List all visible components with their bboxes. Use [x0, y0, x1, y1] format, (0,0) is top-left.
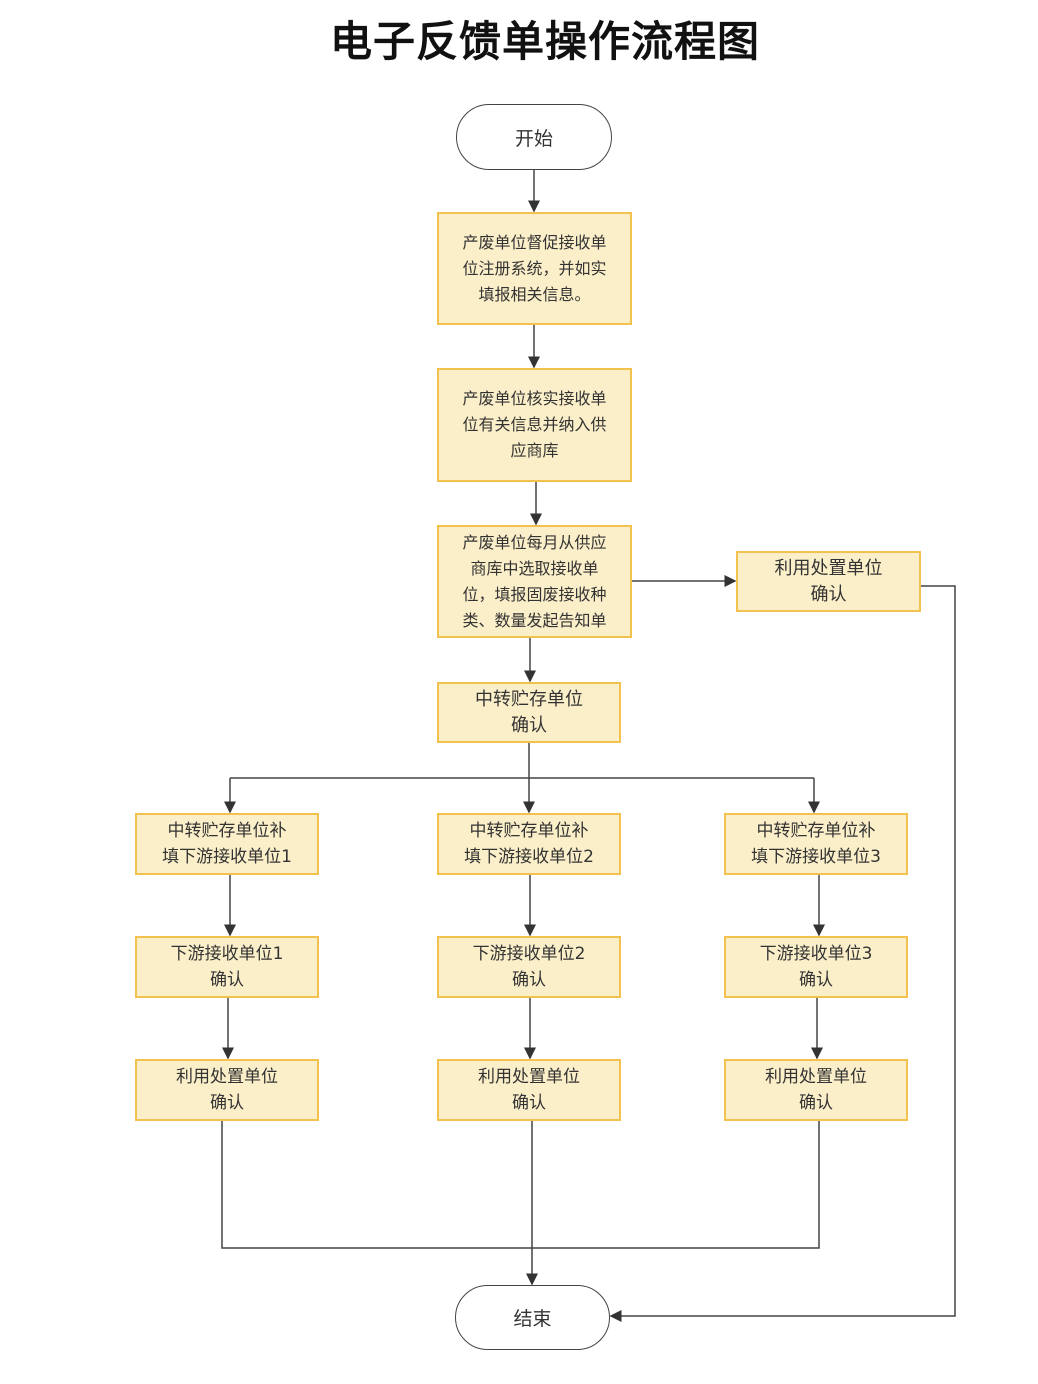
start-node: 开始 [456, 104, 612, 170]
fill3-label: 中转贮存单位补 填下游接收单位3 [751, 821, 881, 867]
down2-node: 下游接收单位2 确认 [437, 936, 621, 998]
use3-node: 利用处置单位 确认 [724, 1059, 908, 1121]
step3-node: 产废单位每月从供应 商库中选取接收单 位，填报固废接收种 类、数量发起告知单 [437, 525, 632, 638]
step3-label: 产废单位每月从供应 商库中选取接收单 位，填报固废接收种 类、数量发起告知单 [462, 532, 607, 630]
use2-label: 利用处置单位 确认 [478, 1067, 580, 1113]
down3-node: 下游接收单位3 确认 [724, 936, 908, 998]
use1-label: 利用处置单位 确认 [176, 1067, 278, 1113]
start-label: 开始 [514, 127, 553, 150]
step1-node: 产废单位督促接收单 位注册系统，并如实 填报相关信息。 [437, 212, 632, 325]
step1-label: 产废单位督促接收单 位注册系统，并如实 填报相关信息。 [462, 232, 607, 304]
direct-confirm-node: 利用处置单位 确认 [736, 551, 921, 612]
step2-node: 产废单位核实接收单 位有关信息并纳入供 应商库 [437, 368, 632, 482]
down1-label: 下游接收单位1 确认 [170, 944, 284, 990]
transfer-confirm-node: 中转贮存单位 确认 [437, 682, 621, 743]
end-node: 结束 [455, 1285, 610, 1350]
step2-label: 产废单位核实接收单 位有关信息并纳入供 应商库 [462, 389, 607, 460]
fill2-node: 中转贮存单位补 填下游接收单位2 [437, 813, 621, 875]
arrow-direct-end [609, 585, 956, 1322]
diagram-title: 电子反馈单操作流程图 [329, 17, 760, 66]
fill1-label: 中转贮存单位补 填下游接收单位1 [162, 821, 292, 867]
use3-label: 利用处置单位 确认 [765, 1067, 867, 1113]
fill3-node: 中转贮存单位补 填下游接收单位3 [724, 813, 908, 875]
down2-label: 下游接收单位2 确认 [472, 944, 586, 990]
line-use1-merge [221, 1121, 820, 1249]
direct-confirm-label: 利用处置单位 确认 [774, 557, 883, 605]
end-label: 结束 [513, 1308, 552, 1330]
use2-node: 利用处置单位 确认 [437, 1059, 621, 1121]
transfer-confirm-label: 中转贮存单位 确认 [475, 688, 583, 736]
fill2-label: 中转贮存单位补 填下游接收单位2 [464, 821, 594, 867]
fill1-node: 中转贮存单位补 填下游接收单位1 [135, 813, 319, 875]
use1-node: 利用处置单位 确认 [135, 1059, 319, 1121]
down3-label: 下游接收单位3 确认 [759, 944, 873, 990]
down1-node: 下游接收单位1 确认 [135, 936, 319, 998]
